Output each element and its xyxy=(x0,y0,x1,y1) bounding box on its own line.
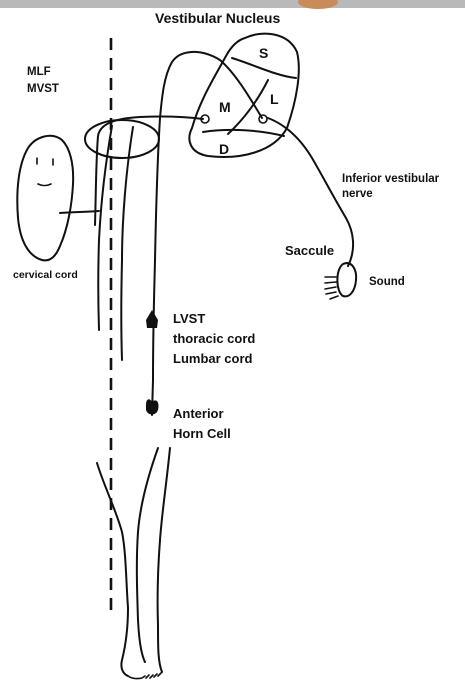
lateral-nucleus-cell-body xyxy=(259,115,267,123)
label-mvst: MVST xyxy=(27,83,59,95)
label-inferior-nucleus: D xyxy=(219,141,229,157)
leg-inner-outline xyxy=(137,448,158,662)
head-mouth xyxy=(38,184,51,186)
neck-connection xyxy=(60,211,99,213)
label-medial-nucleus: M xyxy=(219,99,231,115)
saccule xyxy=(337,263,356,296)
label-horn-cell: Horn Cell xyxy=(173,426,231,441)
foot-toes xyxy=(128,672,162,679)
label-sound: Sound xyxy=(369,276,405,288)
label-inferior-vestibular-nerve-2: nerve xyxy=(342,188,373,200)
label-cervical-cord: cervical cord xyxy=(13,269,78,281)
label-inferior-vestibular-nerve-1: Inferior vestibular xyxy=(342,173,440,185)
tract-cross-section xyxy=(85,120,159,158)
title-vestibular-nucleus: Vestibular Nucleus xyxy=(155,10,280,26)
saccule-hair-cells xyxy=(325,277,338,299)
top-photo-strip xyxy=(0,0,465,8)
label-anterior: Anterior xyxy=(173,406,224,421)
nucleus-divider-superior xyxy=(232,58,296,78)
label-lvst: LVST xyxy=(173,311,205,326)
lvst-terminal-cell xyxy=(146,310,158,328)
vestibular-nucleus-outline xyxy=(189,34,298,157)
leg-right-outline xyxy=(158,448,170,672)
label-saccule: Saccule xyxy=(285,243,334,258)
label-mlf: MLF xyxy=(27,66,51,78)
spinal-cord-right-contour xyxy=(121,127,133,360)
label-thoracic-cord: thoracic cord xyxy=(173,331,255,346)
leg-left-outline xyxy=(97,463,128,676)
label-superior-nucleus: S xyxy=(259,45,268,61)
head-outline xyxy=(17,136,73,261)
nucleus-divider-lateral xyxy=(228,80,268,134)
label-lumbar-cord: Lumbar cord xyxy=(173,351,253,366)
label-lateral-nucleus: L xyxy=(270,91,279,107)
nucleus-divider-inferior xyxy=(203,130,284,136)
